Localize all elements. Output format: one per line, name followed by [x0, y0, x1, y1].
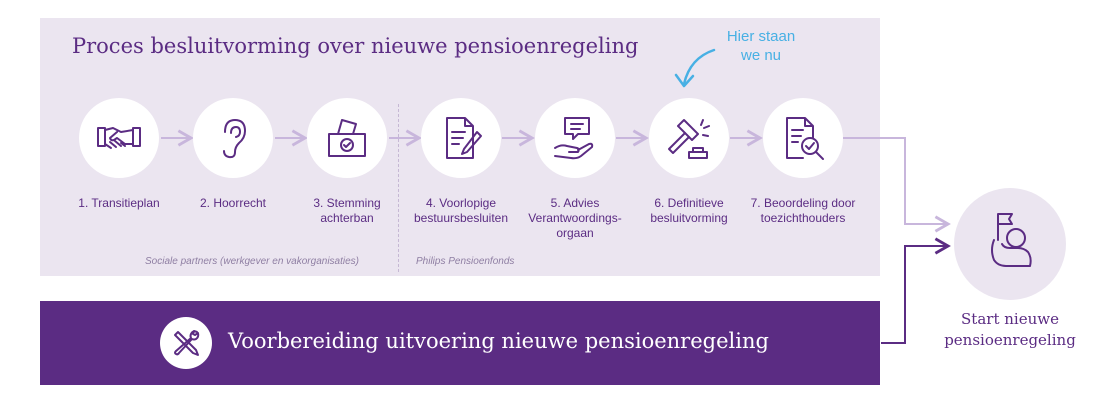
end-circle [954, 188, 1066, 300]
step-circle-2 [193, 98, 273, 178]
document-pen-icon [446, 117, 482, 159]
tools-icon [174, 330, 200, 356]
group-label-social-partners: Sociale partners (werkgever en vakorgani… [145, 256, 359, 267]
handshake-icon [97, 127, 141, 149]
step-label-5: 5. Advies Verantwoordings- orgaan [528, 196, 622, 240]
hand-message-icon [554, 117, 594, 160]
step-label-2: 2. Hoorrecht [199, 196, 267, 210]
step-circle-4 [421, 98, 501, 178]
current-position-arrowhead [674, 73, 695, 88]
group-divider [398, 104, 399, 272]
step-circle-7 [763, 98, 843, 178]
gavel-icon [668, 119, 710, 159]
current-position-arrow [682, 48, 716, 86]
step-label-4: 4. Voorlopige bestuursbesluiten [413, 196, 509, 225]
bar-icon-circle [160, 317, 212, 369]
step-label-7: 7. Beoordeling door toezichthouders [750, 196, 856, 225]
step-label-6: 6. Definitieve besluitvorming [650, 196, 728, 225]
document-magnifier-icon [786, 117, 824, 160]
step-circle-6 [649, 98, 729, 178]
ear-icon [223, 119, 246, 159]
step-label-3: 3. Stemming achterban [313, 196, 381, 225]
step-circle-5 [535, 98, 615, 178]
step-label-1: 1. Transitieplan [78, 196, 160, 210]
person-flag-icon [991, 213, 1032, 267]
step-circle-3 [307, 98, 387, 178]
connector-to-end [843, 137, 951, 233]
ballot-box-icon [328, 119, 366, 157]
current-position-note: Hier staan we nu [726, 28, 796, 64]
group-label-pension-fund: Philips Pensioenfonds [416, 256, 515, 267]
step-circle-1 [79, 98, 159, 178]
end-label: Start nieuwe pensioenregeling [944, 310, 1076, 349]
page-title: Proces besluitvorming over nieuwe pensio… [72, 34, 639, 58]
preparation-text: Voorbereiding uitvoering nieuwe pensioen… [228, 329, 769, 353]
connector-bar-to-end [881, 237, 951, 344]
